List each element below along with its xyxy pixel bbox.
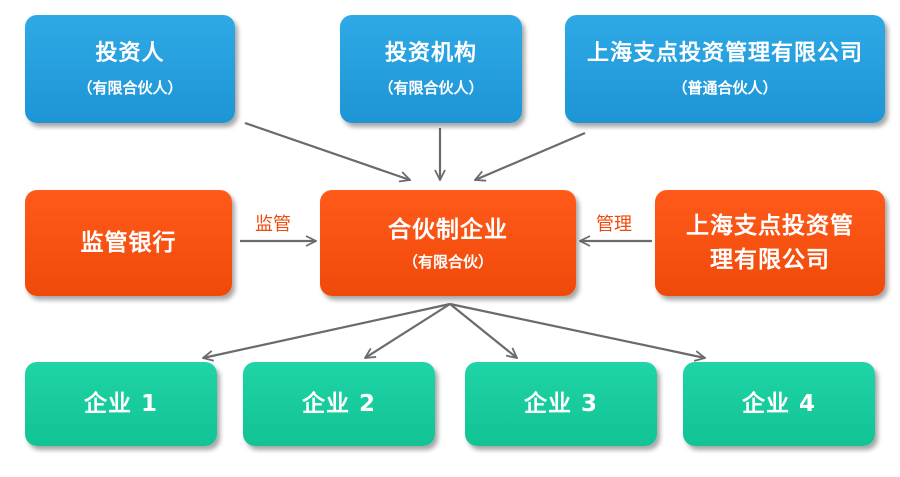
gp-title: 上海支点投资管理有限公司	[586, 41, 863, 66]
partnership-subtitle: （有限合伙）	[402, 253, 493, 271]
bank-title: 监管银行	[80, 230, 177, 256]
company-3-box: 企业 3	[465, 362, 657, 446]
company-2-box: 企业 2	[243, 362, 435, 446]
arrow-investor-to-partnership	[244, 121, 410, 180]
arrow-partnership-to-company-2	[365, 303, 451, 358]
manager-box: 上海支点投资管 理有限公司	[655, 190, 885, 296]
arrow-partnership-to-company-3	[449, 303, 517, 358]
partnership-title: 合伙制企业	[388, 217, 508, 243]
arrow-gp-to-partnership	[475, 131, 586, 180]
company-2-label: 企业 2	[301, 391, 376, 417]
institution-box: 投资机构 （有限合伙人）	[340, 15, 522, 123]
partnership-box: 合伙制企业 （有限合伙）	[320, 190, 576, 296]
institution-title: 投资机构	[384, 41, 477, 66]
arrow-partnership-to-company-4	[449, 302, 705, 358]
gp-subtitle: （普通合伙人）	[672, 79, 778, 97]
manager-title-line1: 上海支点投资管	[686, 213, 854, 239]
company-1-box: 企业 1	[25, 362, 217, 446]
company-4-box: 企业 4	[683, 362, 875, 446]
gp-box: 上海支点投资管理有限公司 （普通合伙人）	[565, 15, 885, 123]
manage-label: 管理	[596, 214, 632, 235]
investor-subtitle: （有限合伙人）	[77, 79, 183, 97]
company-1-label: 企业 1	[83, 391, 158, 417]
bank-box: 监管银行	[25, 190, 232, 296]
supervise-label: 监管	[255, 214, 291, 235]
institution-subtitle: （有限合伙人）	[378, 79, 484, 97]
manager-title-line2: 理有限公司	[710, 247, 830, 273]
investor-title: 投资人	[95, 41, 165, 66]
investor-box: 投资人 （有限合伙人）	[25, 15, 235, 123]
company-4-label: 企业 4	[741, 391, 816, 417]
company-3-label: 企业 3	[523, 391, 598, 417]
arrow-partnership-to-company-1	[203, 302, 451, 358]
